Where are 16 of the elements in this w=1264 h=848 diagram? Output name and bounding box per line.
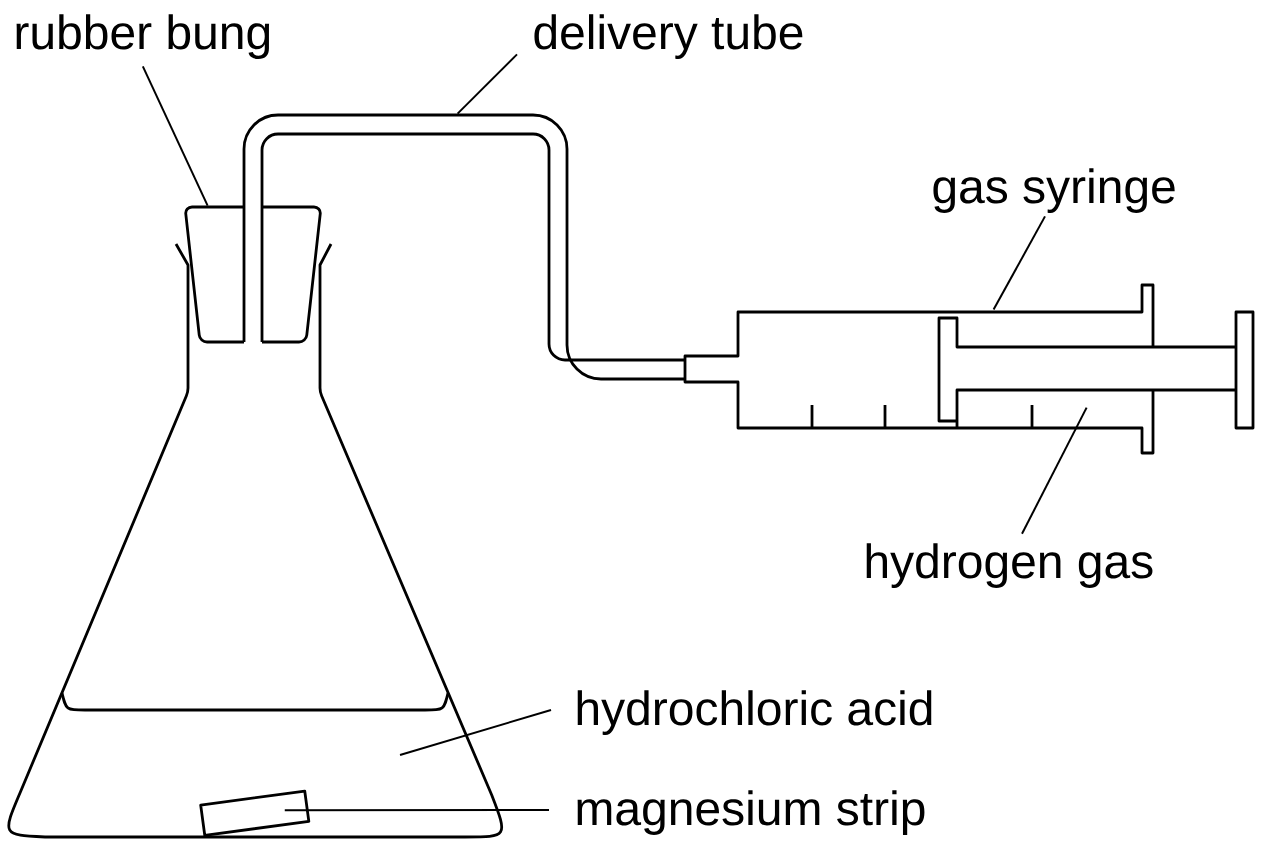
bent-tube xyxy=(242,113,685,381)
metal-strip xyxy=(199,789,311,837)
part-label: hydrochloric acid xyxy=(577,690,932,735)
part-label: gas syringe xyxy=(933,168,1175,213)
leader-line xyxy=(399,709,552,756)
leader-line xyxy=(992,215,1046,311)
leader-line xyxy=(1021,406,1088,535)
leader-line xyxy=(141,65,209,207)
part-label: magnesium strip xyxy=(577,790,925,835)
part-label: delivery tube xyxy=(534,14,803,59)
leader-line xyxy=(456,53,518,115)
part-label: rubber bung xyxy=(16,14,270,59)
stopper xyxy=(184,205,322,344)
syringe xyxy=(683,283,1255,455)
leader-line xyxy=(283,809,550,812)
part-label: hydrogen gas xyxy=(866,543,1153,588)
